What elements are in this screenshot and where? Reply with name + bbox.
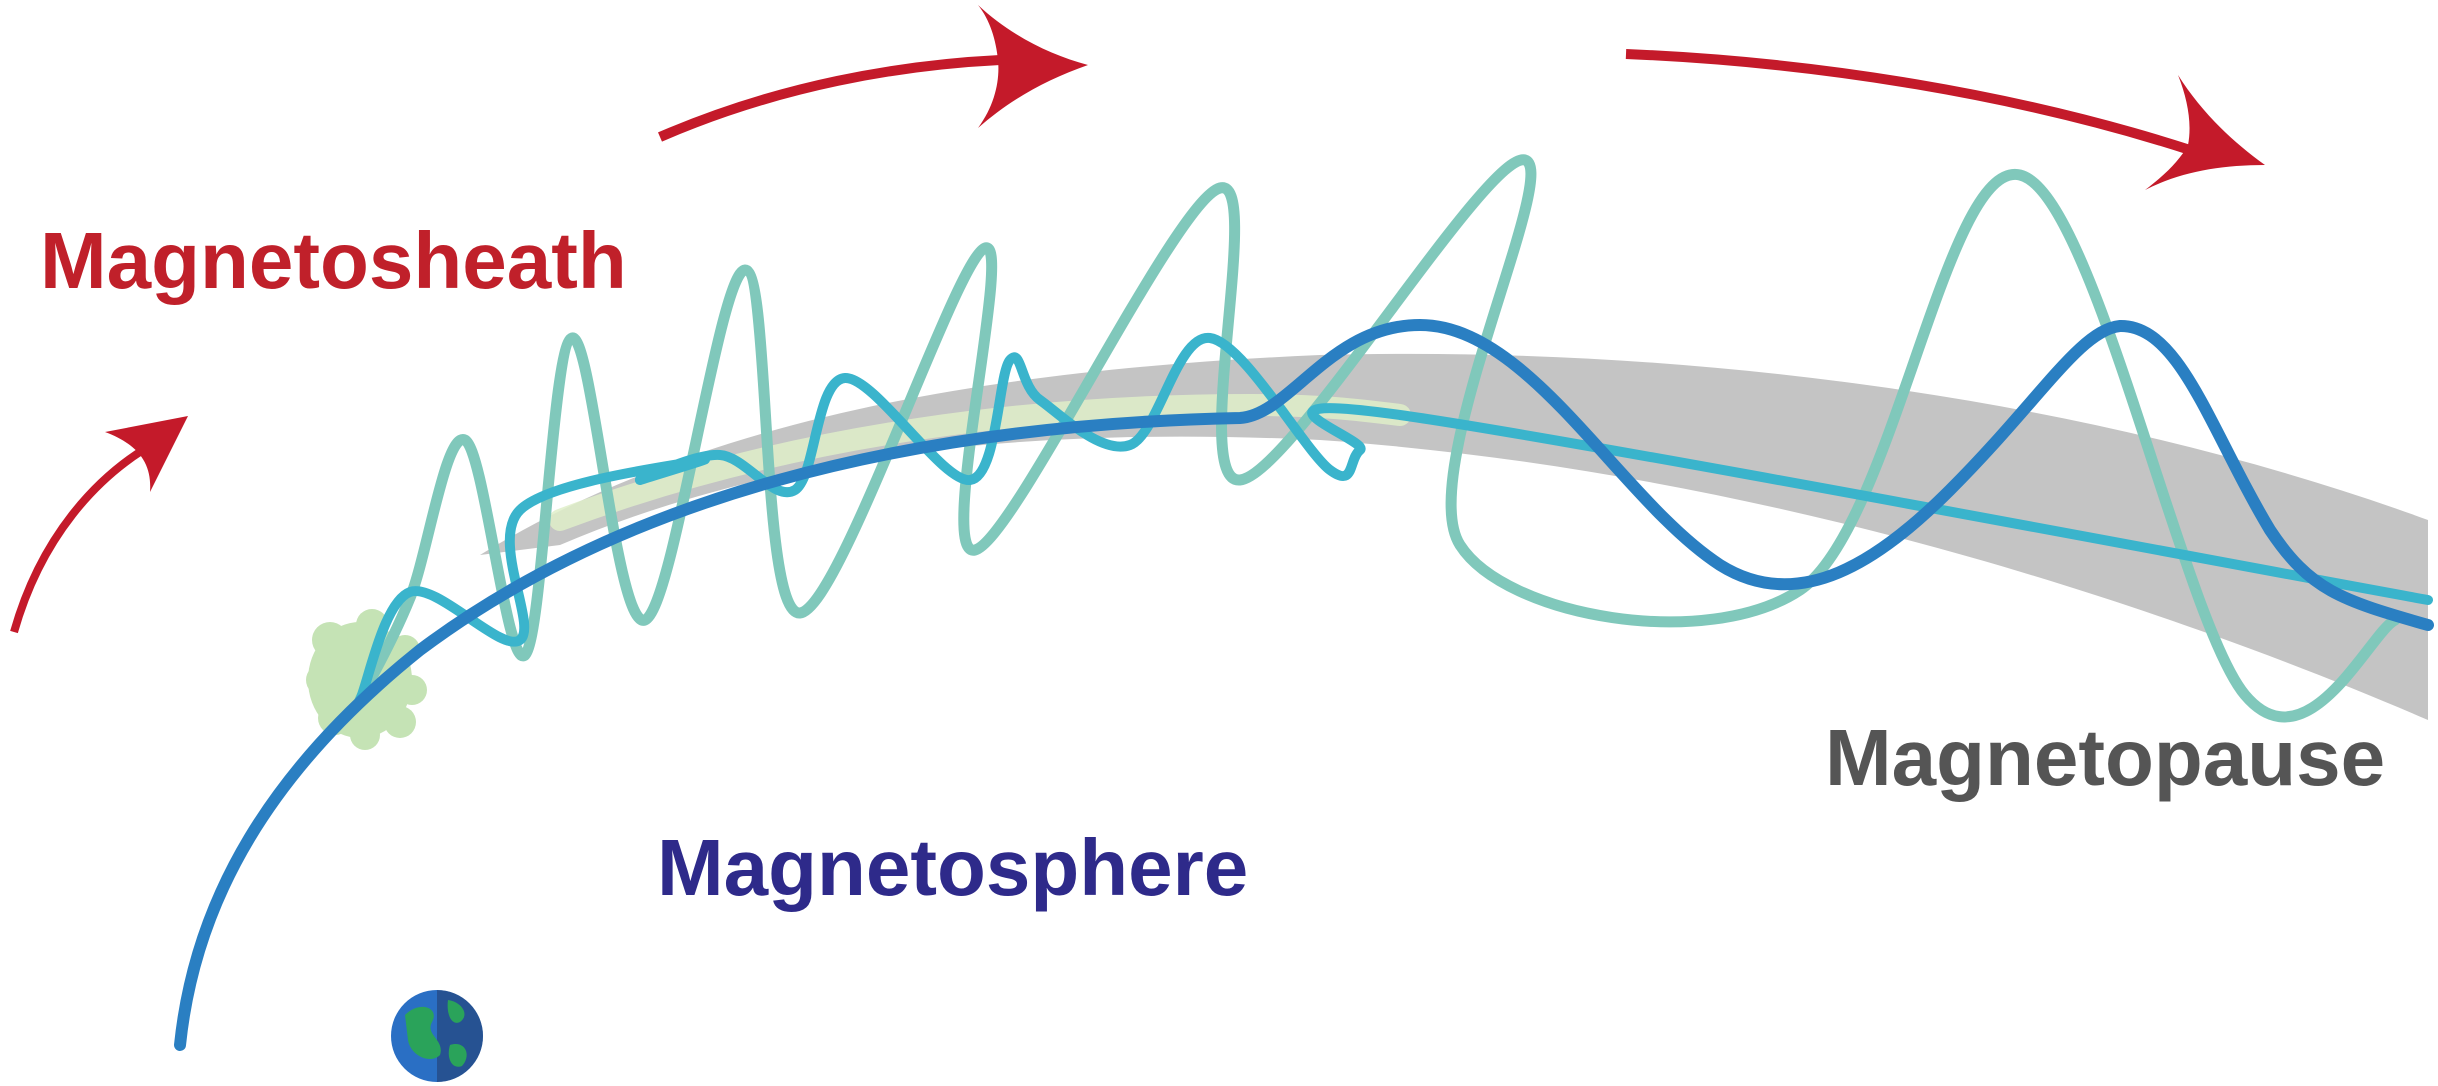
magnetosheath-label: Magnetosheath	[40, 216, 627, 305]
flow-arrow-icon	[1625, 49, 2265, 190]
flow-arrow-icon	[658, 5, 1088, 142]
field-line	[174, 319, 2434, 1051]
magnetosphere-label: Magnetosphere	[657, 823, 1248, 912]
earth-icon	[391, 990, 483, 1082]
large-surface-wave	[354, 154, 2401, 723]
small-surface-wave	[355, 333, 2433, 705]
flow-arrow-icon	[10, 416, 188, 634]
magnetopause-label: Magnetopause	[1825, 713, 2385, 802]
